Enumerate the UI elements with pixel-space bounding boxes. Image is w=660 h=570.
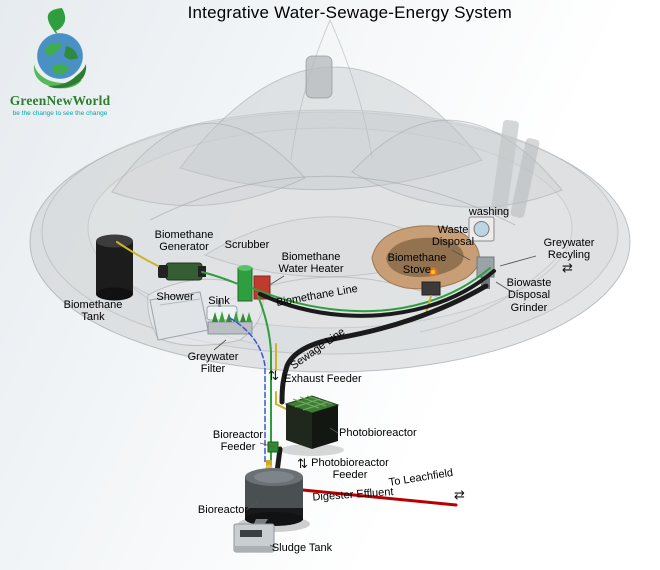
sewage-line-pipe <box>279 283 489 405</box>
biomethane-line-pipe <box>258 269 496 318</box>
label-connectors <box>213 249 537 549</box>
biomethane-generator-shape <box>158 262 206 281</box>
label-photobioreactor: Photobioreactor <box>339 427 417 439</box>
photobioreactor-shape <box>280 395 344 456</box>
label-scrubber: Scrubber <box>224 239 270 251</box>
sludge-tank-shape <box>233 519 275 553</box>
scrubber-shape <box>237 265 253 302</box>
photobioreactor-feeder-arrow-icon: ⇅ <box>297 457 308 472</box>
washing-machine-shape <box>468 216 495 242</box>
generator-scrubber-pipe <box>201 271 239 285</box>
gas-feed-pipe <box>116 241 159 267</box>
label-waste-disposal: Waste Disposal <box>431 224 475 249</box>
label-exhaust-feeder: Exhaust Feeder <box>284 373 362 385</box>
label-biomethane-water-heater: Biomethane Water Heater <box>278 251 344 276</box>
logo-brand: GreenNewWorld <box>9 93 111 108</box>
shower-tray-shape <box>149 291 209 341</box>
label-greywater-filter: Greywater Filter <box>187 351 239 376</box>
label-sink: Sink <box>208 295 230 307</box>
kitchen-counter <box>371 225 480 290</box>
label-biomethane-generator: Biomethane Generator <box>154 229 214 254</box>
green-down-pipe <box>257 295 272 463</box>
leachfield-arrow-icon: ⇄ <box>454 488 465 503</box>
label-washing: washing <box>468 206 510 218</box>
label-biowaste-disposal-grinder: Biowaste Disposal Grinder <box>506 277 552 314</box>
page-title: Integrative Water-Sewage-Energy System <box>187 3 513 22</box>
exhaust-pipe <box>275 343 289 411</box>
logo-tagline: be the change to see the change <box>12 110 108 117</box>
globe-icon <box>36 32 84 80</box>
label-biomethane-tank: Biomethane Tank <box>63 299 123 324</box>
label-bioreactor: Bioreactor <box>197 504 249 516</box>
label-bioreactor-feeder: Bioreactor Feeder <box>212 429 264 454</box>
label-photobioreactor-feeder: Photobioreactor Feeder <box>311 457 389 482</box>
hands-icon <box>33 64 87 89</box>
label-shower: Shower <box>156 291 194 303</box>
label-sludge-tank: Sludge Tank <box>271 542 333 554</box>
biomethane-tank-shape <box>96 234 133 301</box>
logo: GreenNewWorld be the change to see the c… <box>4 6 116 117</box>
biomethane-green-pipe <box>251 267 491 313</box>
label-biomethane-stove: Biomethane Stove <box>387 252 447 277</box>
greywater-pipe <box>229 317 266 465</box>
exhaust-feeder-arrow-icon: ⇅ <box>268 369 279 384</box>
label-greywater-recycling: Greywater Recyling <box>543 237 595 262</box>
stove-shape <box>421 267 441 296</box>
logo-graphic <box>33 8 87 89</box>
greywater-recycling-arrow-icon: ⇄ <box>562 261 573 276</box>
